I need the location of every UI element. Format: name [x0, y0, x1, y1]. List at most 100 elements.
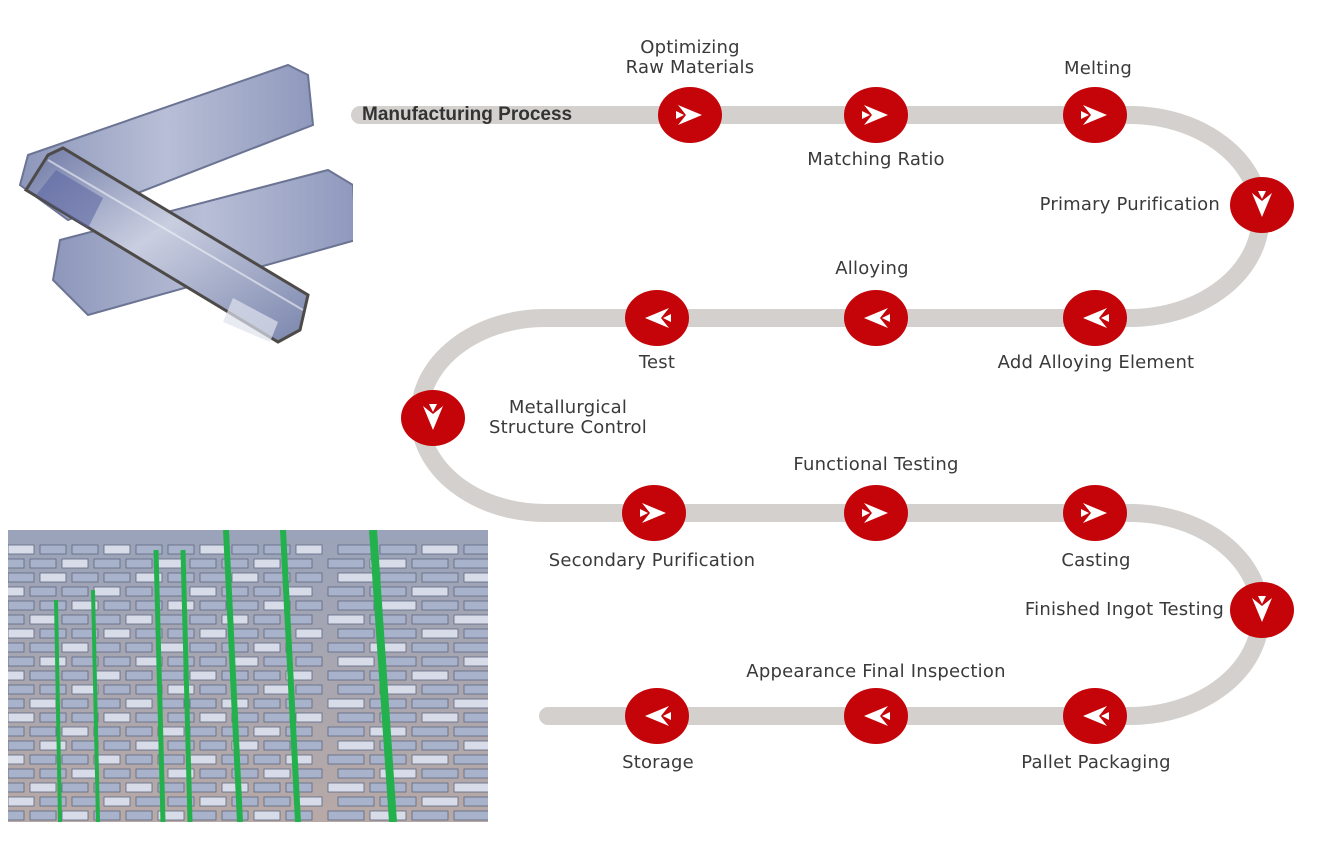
ingot-brick: [221, 810, 249, 821]
process-step-node: [844, 688, 908, 744]
ingot-brick: [421, 740, 459, 751]
ingot-brick: [253, 558, 281, 569]
ingot-brick: [411, 642, 449, 653]
process-step-node: [1063, 290, 1127, 346]
ingot-brick: [253, 698, 281, 709]
ingot-brick: [327, 782, 365, 793]
ingot-brick: [71, 600, 99, 611]
ingot-brick: [199, 796, 227, 807]
ingot-brick: [253, 670, 281, 681]
ingot-brick: [285, 670, 313, 681]
ingot-brick: [327, 670, 365, 681]
step-label: Matching Ratio: [807, 149, 945, 170]
ingot-brick: [453, 782, 488, 793]
ingot-brick: [421, 768, 459, 779]
ingot-brick: [103, 740, 131, 751]
ingot-brick: [8, 684, 35, 695]
ingot-brick: [379, 712, 417, 723]
ingot-brick: [253, 642, 281, 653]
ingot-brick: [253, 810, 281, 821]
ingot-brick: [463, 740, 488, 751]
ingot-brick: [125, 642, 153, 653]
ingot-brick: [463, 544, 488, 555]
ingot-brick: [463, 572, 488, 583]
ingot-brick: [8, 628, 35, 639]
ingot-brick: [231, 768, 259, 779]
ingot-brick: [369, 642, 407, 653]
ingot-brick: [93, 782, 121, 793]
ingot-brick: [71, 768, 99, 779]
ingot-brick: [157, 810, 185, 821]
ingot-brick: [71, 740, 99, 751]
ingot-brick: [61, 558, 89, 569]
ingot-brick: [29, 586, 57, 597]
arrow-right-icon: [1081, 105, 1107, 125]
ingot-brick: [337, 572, 375, 583]
ingot-brick: [167, 740, 195, 751]
ingot-brick: [369, 670, 407, 681]
ingot-brick: [295, 600, 323, 611]
ingot-brick: [337, 544, 375, 555]
ingot-brick: [421, 656, 459, 667]
ingot-brick: [421, 600, 459, 611]
ingot-brick: [453, 670, 488, 681]
ingot-brick: [337, 768, 375, 779]
ingot-brick: [231, 600, 259, 611]
ingot-brick: [337, 712, 375, 723]
process-step-node: [1063, 688, 1127, 744]
ingot-brick: [421, 684, 459, 695]
step-label: Appearance Final Inspection: [746, 661, 1006, 682]
ingot-brick: [39, 628, 67, 639]
ingot-brick: [103, 600, 131, 611]
process-step-node: [625, 290, 689, 346]
ingot-brick: [29, 614, 57, 625]
ingot-brick: [125, 782, 153, 793]
ingot-brick: [327, 726, 365, 737]
ingot-brick: [125, 726, 153, 737]
ingot-brick: [61, 754, 89, 765]
ingot-brick: [8, 558, 25, 569]
ingot-brick: [189, 586, 217, 597]
ingot-brick: [327, 642, 365, 653]
process-step-node: [1063, 87, 1127, 143]
step-label: Melting: [1064, 58, 1132, 79]
ingot-brick: [61, 698, 89, 709]
ingot-brick: [411, 614, 449, 625]
ingot-brick: [285, 586, 313, 597]
ingot-brick: [411, 754, 449, 765]
ingot-brick: [189, 642, 217, 653]
ingot-brick: [189, 726, 217, 737]
ingot-brick: [8, 740, 35, 751]
ingot-brick: [263, 656, 291, 667]
arrow-right-icon: [640, 503, 666, 523]
ingot-brick: [295, 572, 323, 583]
process-step-node: [844, 485, 908, 541]
ingot-brick: [157, 754, 185, 765]
ingot-brick: [135, 740, 163, 751]
ingot-brick: [93, 642, 121, 653]
ingot-brick: [61, 782, 89, 793]
step-label: Storage: [622, 752, 694, 773]
ingot-brick: [167, 684, 195, 695]
ingot-brick: [8, 614, 25, 625]
ingot-brick: [71, 628, 99, 639]
ingot-brick: [411, 586, 449, 597]
ingot-brick: [167, 628, 195, 639]
step-label: Finished Ingot Testing: [1024, 599, 1224, 620]
process-step-node: [622, 485, 686, 541]
ingot-brick: [379, 768, 417, 779]
ingot-brick: [285, 642, 313, 653]
ingot-brick: [157, 558, 185, 569]
ingot-brick: [295, 544, 323, 555]
ingot-brick: [157, 614, 185, 625]
ingot-brick: [221, 614, 249, 625]
ingot-brick: [327, 586, 365, 597]
arrow-down-icon: [1252, 191, 1272, 217]
ingot-brick: [103, 768, 131, 779]
ingot-brick: [93, 698, 121, 709]
ingot-brick: [327, 810, 365, 821]
ingot-brick: [39, 740, 67, 751]
ingot-brick: [189, 698, 217, 709]
ingot-brick: [295, 656, 323, 667]
